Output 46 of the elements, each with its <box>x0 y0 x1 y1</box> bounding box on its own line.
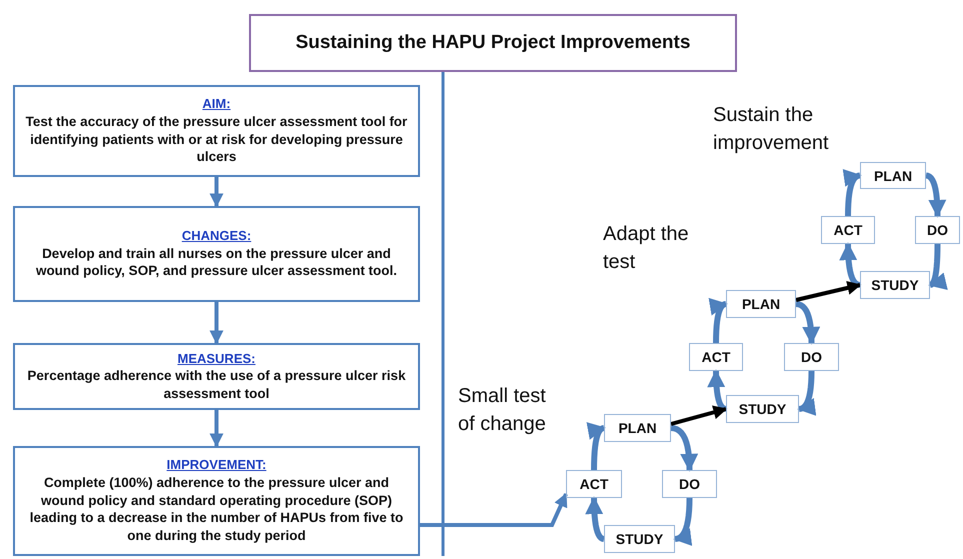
process-box <box>13 343 420 410</box>
arrow <box>210 177 224 208</box>
curved-arrow <box>586 422 606 470</box>
step-box: ACT <box>566 470 622 498</box>
step-box: PLAN <box>604 414 671 442</box>
phase-label: Small test of change <box>458 384 547 437</box>
step-box: ACT <box>689 343 743 371</box>
title-box: Sustaining the HAPU Project Improvements <box>249 14 737 72</box>
curved-arrow <box>928 244 948 290</box>
curved-arrow <box>842 168 862 216</box>
step-box: STUDY <box>726 395 799 423</box>
curved-arrow <box>585 496 606 542</box>
arrow <box>670 406 728 426</box>
phase-label: Adapt the test <box>603 222 690 275</box>
description-text: Complete (100%) adherence to the pressure ulcer and wound policy and standard operating procedure (SOP) leading to a decrease in the number of HAPUs from five to one during the study period <box>28 474 404 545</box>
step-box: PLAN <box>860 162 926 189</box>
step-box: DO <box>662 470 717 498</box>
step-box: DO <box>915 216 960 244</box>
step-box: ACT <box>821 216 875 244</box>
section-heading: IMPROVEMENT: <box>166 457 266 474</box>
curved-arrow <box>839 242 862 288</box>
curved-arrow <box>708 298 728 344</box>
section-heading: CHANGES: <box>182 228 252 245</box>
description-text: Test the accuracy of the pressure ulcer assessment tool for identifying patients with or at risk for developing pressure ulcers <box>24 113 408 166</box>
step-box: DO <box>784 343 839 371</box>
process-box <box>13 446 420 556</box>
curved-arrow <box>797 370 816 416</box>
phase-label: Sustain the improvement <box>713 103 830 156</box>
section-heading: AIM: <box>202 96 231 114</box>
arrow <box>796 281 862 302</box>
process-box <box>13 206 420 302</box>
step-box: STUDY <box>860 271 930 299</box>
arrow <box>210 302 224 344</box>
curved-arrow <box>670 425 698 472</box>
curved-arrow <box>795 301 820 345</box>
section-heading: MEASURES: <box>177 350 256 368</box>
curved-arrow <box>673 498 692 546</box>
description-text: Percentage adherence with the use of a pressure ulcer risk assessment tool <box>26 367 407 402</box>
arrow <box>210 410 224 448</box>
description-text: Develop and train all nurses on the pressure ulcer and wound policy, SOP, and pressure ulcer assessment tool. <box>34 244 398 280</box>
curved-arrow <box>707 369 728 412</box>
curved-arrow <box>924 172 946 218</box>
step-box: PLAN <box>726 290 796 318</box>
arrow <box>420 492 568 527</box>
step-box: STUDY <box>604 525 675 553</box>
process-box <box>13 85 420 177</box>
